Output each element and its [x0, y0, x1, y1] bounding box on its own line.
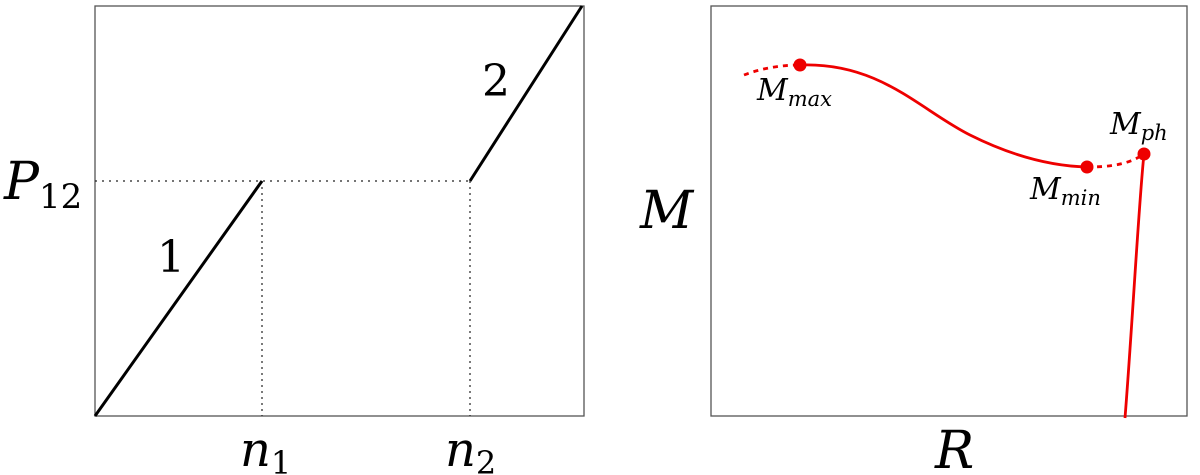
label-mmin: Mmin: [1029, 172, 1101, 210]
branch-2-line: [468, 5, 584, 182]
x-tick-n1: n1: [240, 422, 291, 475]
right-panel: Mmax Mmin Mph M R: [639, 5, 1188, 475]
branch-1-label: 1: [157, 232, 185, 283]
y-axis-label-m: M: [639, 181, 695, 241]
point-mph: [1137, 147, 1151, 161]
x-axis-label-r: R: [934, 421, 974, 475]
left-panel: 1 2 P12 n1 n2: [3, 5, 585, 475]
label-mph: Mph: [1109, 107, 1168, 145]
branch-2-label: 2: [482, 56, 510, 107]
left-frame: [94, 5, 585, 417]
curve-unstable-middle: [1086, 152, 1145, 169]
point-mmin: [1080, 160, 1094, 174]
curve-stable-branch: [799, 63, 1088, 169]
branch-1-line: [93, 180, 264, 417]
x-tick-n2: n2: [445, 422, 496, 475]
label-mmax: Mmax: [756, 73, 832, 111]
point-mmax: [793, 58, 807, 72]
y-axis-label-p12: P12: [3, 152, 82, 217]
curve-descending-branch: [1123, 153, 1146, 419]
right-frame: [710, 5, 1188, 417]
